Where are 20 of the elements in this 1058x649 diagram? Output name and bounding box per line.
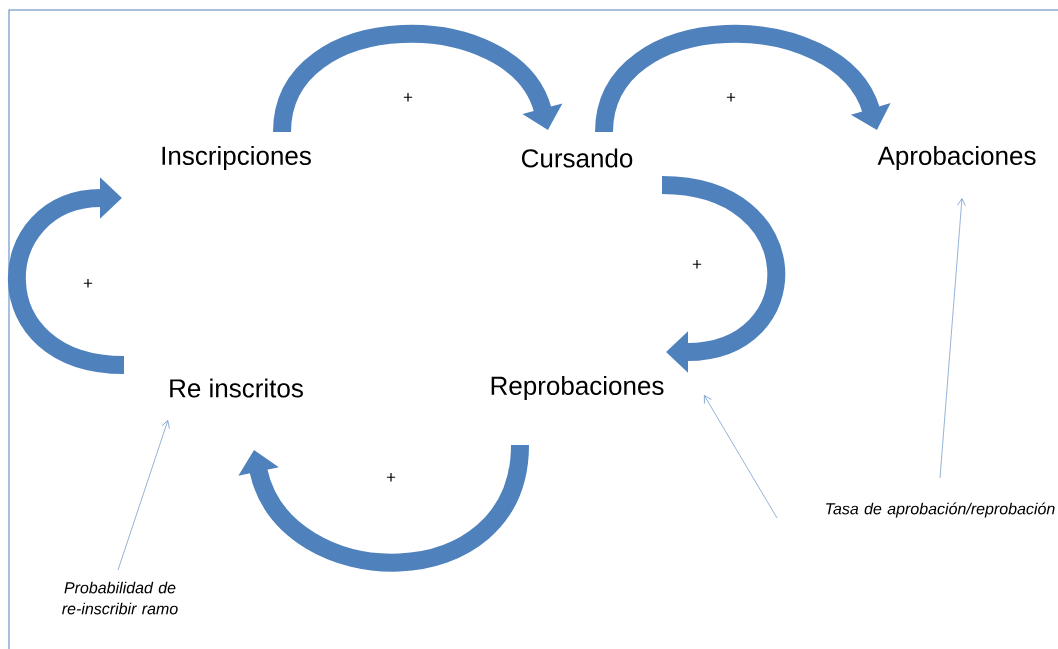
leader-line [939, 198, 966, 479]
curved-arrow [661, 176, 785, 373]
curved-arrow [273, 25, 563, 134]
curved-arrow [595, 25, 891, 134]
polarity-sign: + [692, 260, 702, 269]
curved-arrow [8, 177, 125, 374]
node-label: Cursando [521, 148, 633, 168]
node-label: Inscripciones [162, 145, 311, 171]
polarity-sign: + [403, 93, 413, 102]
leader-line [117, 420, 170, 571]
polarity-sign: + [386, 473, 396, 482]
node-label: Re inscritos [170, 378, 303, 398]
polarity-sign: + [83, 279, 93, 288]
leader-line [704, 395, 778, 519]
polarity-sign: + [726, 93, 736, 102]
note-text: Probabilidad de re-inscribir ramo [62, 581, 178, 615]
node-label: Aprobaciones [877, 145, 1036, 171]
note-text: Tasa de aprobación/reprobación [826, 502, 1055, 518]
curved-arrow [238, 443, 529, 572]
node-label: Reprobaciones [491, 375, 664, 401]
